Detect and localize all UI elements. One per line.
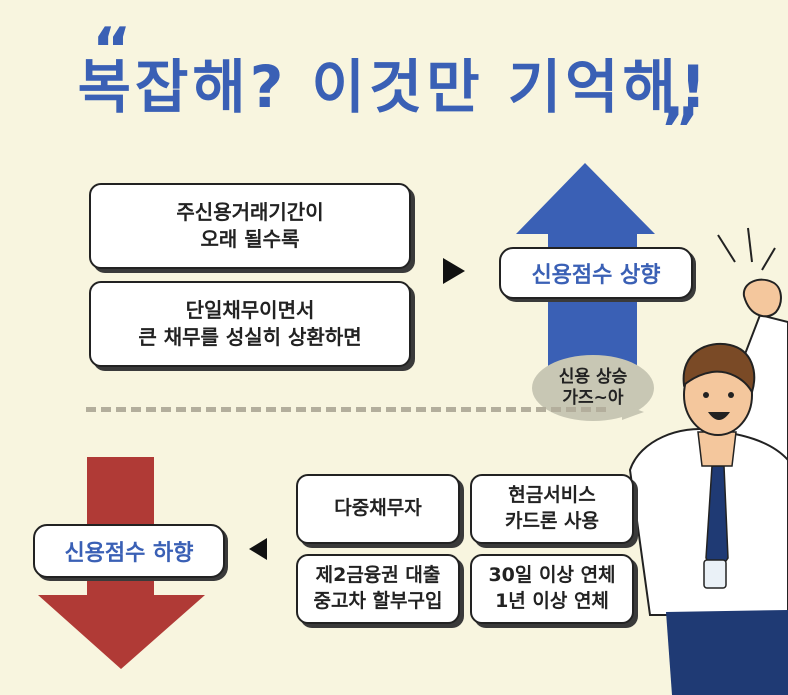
factor-box-multiple-debt: 다중채무자 bbox=[296, 474, 460, 544]
factor-box-secondary-loan: 제2금융권 대출 중고차 할부구입 bbox=[296, 554, 460, 624]
open-quote: “ bbox=[92, 15, 132, 85]
close-quote: ” bbox=[660, 95, 700, 165]
page-title: 복잡해? 이것만 기억해! bbox=[77, 53, 711, 121]
credit-score-down-label: 신용점수 하향 bbox=[33, 524, 225, 578]
man-cheering-icon bbox=[628, 227, 788, 695]
credit-score-up-label: 신용점수 상향 bbox=[499, 247, 693, 299]
play-left-icon bbox=[249, 538, 267, 560]
factor-box-overdue: 30일 이상 연체 1년 이상 연체 bbox=[470, 554, 634, 624]
condition-box-long-credit-history: 주신용거래기간이 오래 될수록 bbox=[89, 183, 411, 269]
speech-bubble-tail bbox=[622, 404, 644, 420]
play-right-icon bbox=[443, 258, 465, 284]
condition-box-single-debt: 단일채무이면서 큰 채무를 성실히 상환하면 bbox=[89, 281, 411, 367]
factor-box-cash-service: 현금서비스 카드론 사용 bbox=[470, 474, 634, 544]
section-divider bbox=[86, 407, 606, 412]
